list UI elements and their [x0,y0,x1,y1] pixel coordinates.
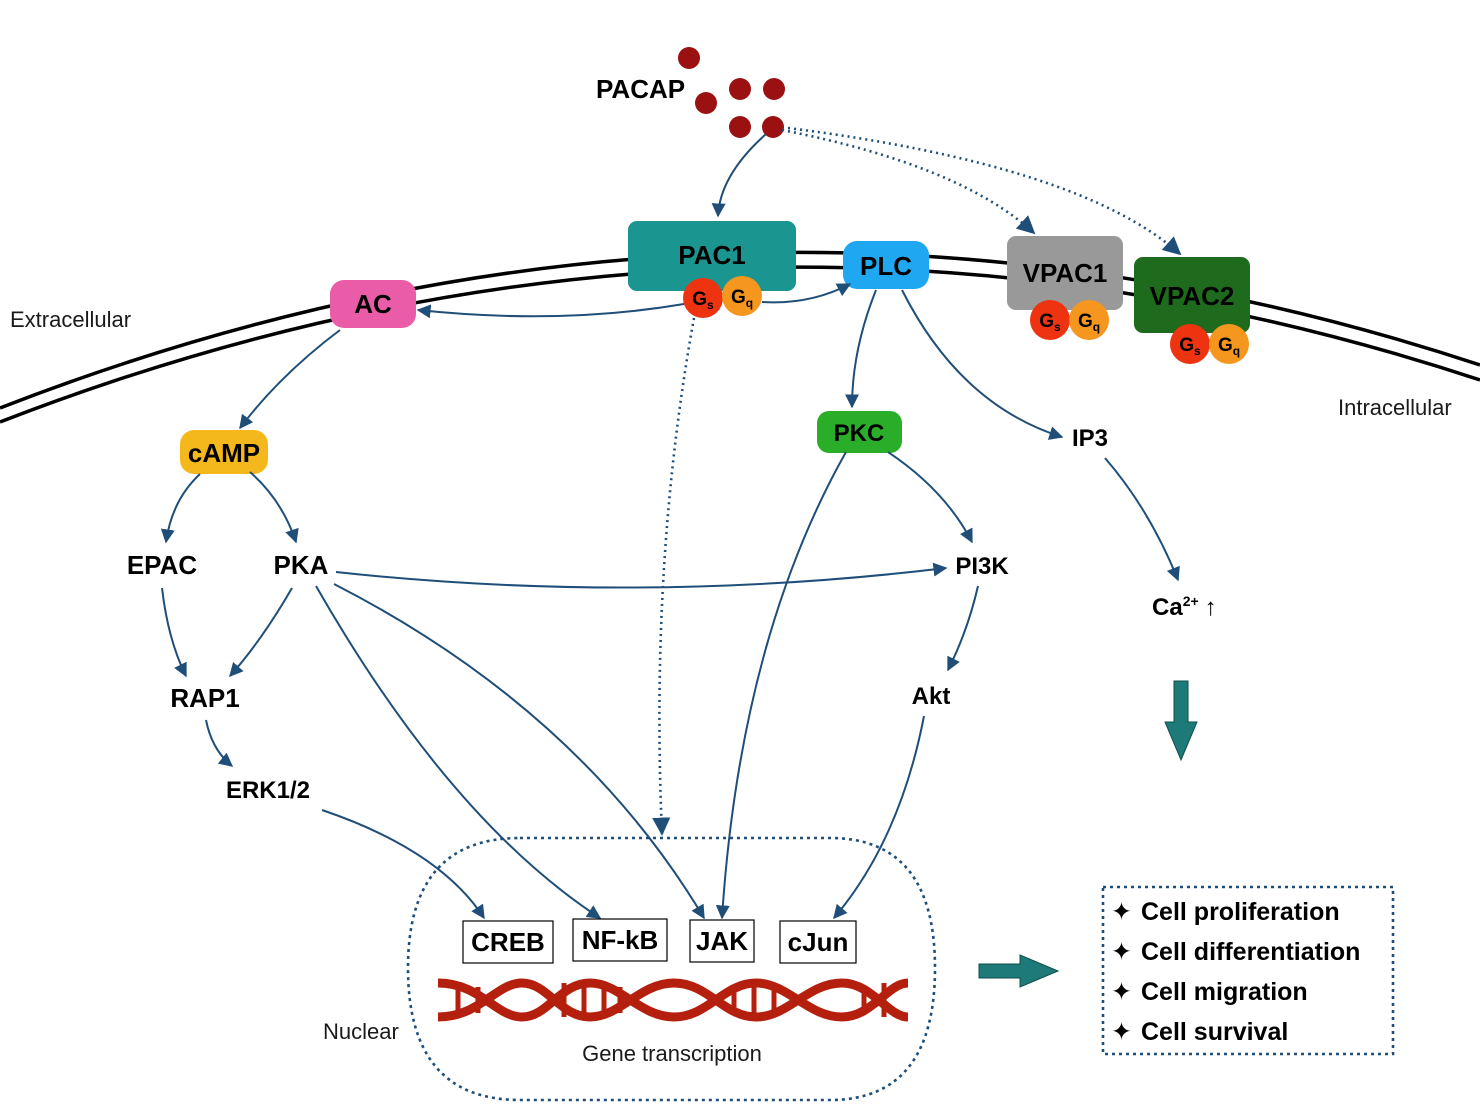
svg-text:Gs: Gs [692,289,714,312]
arrow-camp-epac [160,473,201,544]
dna-helix-icon [437,978,909,1022]
vpac2-receptor: VPAC2 [1134,257,1250,333]
svg-text:✦: ✦ [1111,978,1132,1006]
ac-node: AC [330,280,416,328]
arrow-pkc-jak [715,451,847,920]
svg-text:PKC: PKC [834,420,885,447]
svg-text:Cell migration: Cell migration [1141,978,1308,1006]
svg-text:CREB: CREB [471,927,545,957]
svg-text:cJun: cJun [788,927,849,957]
akt-label: Akt [912,683,951,710]
svg-text:Gq: Gq [1078,311,1100,334]
thick-arrow-down [1164,680,1198,762]
arrow-epac-rap1 [161,587,187,678]
ca-label: Ca2+↑ [1152,593,1217,621]
svg-text:✦: ✦ [1111,898,1132,926]
gene-transcription-label: Gene transcription [582,1041,762,1066]
svg-text:Gq: Gq [1218,335,1240,358]
svg-text:✦: ✦ [1111,938,1132,966]
arrow-pacap-pac1 [711,133,767,218]
tf-jak: JAK [689,919,755,963]
svg-text:Cell proliferation: Cell proliferation [1141,898,1340,926]
arrow-pac1-nucleus [652,317,696,836]
pac1-label: PAC1 [678,240,745,270]
camp-node: cAMP [180,430,268,474]
arrow-pi3k-akt [947,585,979,672]
arrow-pka-nfkb [315,585,602,919]
plc-node: PLC [843,241,929,289]
arrow-pka-jak [333,583,705,920]
outcomes-box [1101,885,1395,1056]
vpac2-gq-protein: Gq [1209,324,1249,364]
svg-text:NF-kB: NF-kB [582,925,659,955]
arrow-pacap-vpac1 [781,128,1036,235]
pkc-node: PKC [817,411,902,453]
svg-text:JAK: JAK [696,926,748,956]
pac1-gs-protein: Gs [683,278,723,318]
epac-label: EPAC [127,550,198,580]
svg-text:VPAC1: VPAC1 [1023,258,1108,288]
pacap-label: PACAP [596,74,685,104]
arrow-gq-plc [761,283,852,304]
arrow-gs-ac [416,303,685,319]
nuclear-label: Nuclear [323,1019,399,1044]
svg-text:Cell survival: Cell survival [1141,1018,1288,1046]
tf-nfkb: NF-kB [572,918,668,962]
vpac2-gs-protein: Gs [1170,324,1210,364]
nucleus-outline [406,836,937,1102]
svg-text:AC: AC [354,289,392,319]
arrow-ac-camp [239,329,341,430]
arrow-pka-pi3k [335,562,948,589]
svg-text:Gq: Gq [731,287,753,310]
svg-text:PLC: PLC [860,251,912,281]
outcome-item: ✦ Cell survival [1111,1018,1288,1046]
arrow-erk-creb [321,809,485,920]
rap1-label: RAP1 [170,683,239,713]
arrow-plc-ip3 [901,289,1064,440]
vpac1-gs-protein: Gs [1030,300,1070,340]
arrow-ip3-ca [1104,457,1180,582]
outcome-item: ✦ Cell migration [1111,978,1308,1006]
svg-text:Gs: Gs [1179,335,1201,358]
pacap-dots [678,47,785,138]
arrow-pacap-vpac2 [787,126,1182,256]
pka-label: PKA [274,550,329,580]
arrow-akt-cjun [833,715,925,920]
svg-text:VPAC2: VPAC2 [1150,281,1235,311]
arrow-plc-pkc [845,289,877,409]
vpac1-receptor: VPAC1 [1007,236,1123,310]
outcome-item: ✦ Cell differentiation [1111,938,1360,966]
pac1-receptor: PAC1 [628,221,796,291]
svg-text:Cell differentiation: Cell differentiation [1141,938,1360,966]
arrow-camp-pka [249,471,299,544]
ip3-label: IP3 [1072,425,1108,452]
outcome-item: ✦ Cell proliferation [1111,898,1340,926]
svg-text:Gs: Gs [1039,311,1061,334]
svg-text:✦: ✦ [1111,1018,1132,1046]
arrow-rap1-erk [205,719,234,767]
vpac1-gq-protein: Gq [1069,300,1109,340]
svg-text:cAMP: cAMP [188,438,260,468]
arrow-pkc-pi3k [887,451,973,544]
intracellular-label: Intracellular [1338,395,1452,420]
erk-label: ERK1/2 [226,777,310,804]
thick-arrow-right [978,954,1060,988]
pi3k-label: PI3K [955,553,1009,580]
pac1-gq-protein: Gq [722,276,762,316]
arrow-pka-rap1 [229,587,293,678]
extracellular-label: Extracellular [10,307,131,332]
tf-creb: CREB [462,920,554,964]
tf-cjun: cJun [779,920,857,964]
